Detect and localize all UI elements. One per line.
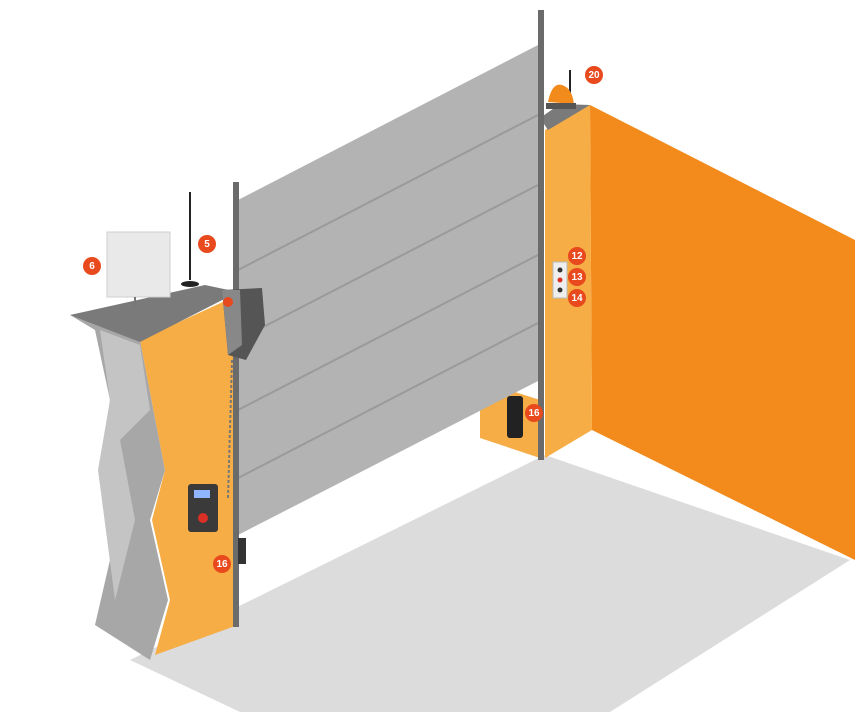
floor xyxy=(130,455,850,712)
hotspot-label: 14 xyxy=(571,293,583,304)
hotspot-antenna[interactable]: 5 xyxy=(198,235,216,253)
right-photocell-device xyxy=(507,396,523,438)
hotspot-label: 12 xyxy=(571,251,583,262)
wall-switch-icon xyxy=(568,289,586,307)
warning-light-icon xyxy=(585,66,603,84)
antenna-icon xyxy=(198,235,216,253)
door-panel-lines xyxy=(237,114,539,479)
right-rail xyxy=(538,10,544,460)
wall-switch-icon xyxy=(568,268,586,286)
left-rail xyxy=(233,182,239,627)
hotspot-label: 16 xyxy=(216,559,228,570)
radio-receiver xyxy=(106,231,171,306)
hotspot-label: 6 xyxy=(89,261,95,272)
hotspot-wall-switch-bottom[interactable]: 14 xyxy=(568,289,586,307)
control-box xyxy=(188,484,218,532)
wall-switch-icon xyxy=(568,247,586,265)
hotspot-photocell-left[interactable]: 16 xyxy=(213,555,231,573)
right-jamb xyxy=(545,105,592,458)
antenna xyxy=(181,192,199,287)
wall-switch xyxy=(552,261,568,299)
hotspot-label: 20 xyxy=(588,70,600,81)
right-wall xyxy=(590,105,855,560)
warning-light xyxy=(546,70,576,109)
hotspot-wall-switch-mid[interactable]: 13 xyxy=(568,268,586,286)
hotspot-photocell-right[interactable]: 16 xyxy=(525,404,543,422)
left-wall-shade xyxy=(98,330,150,600)
hotspot-warning-light[interactable]: 20 xyxy=(585,66,603,84)
hand-chain xyxy=(227,359,233,499)
photocell-icon xyxy=(525,404,543,422)
radio-receiver-icon xyxy=(83,257,101,275)
motor-drive xyxy=(222,288,265,360)
hotspot-badges: 6 5 20 12 13 14 16 16 xyxy=(83,66,603,573)
hotspot-radio-receiver[interactable]: 6 xyxy=(83,257,101,275)
hotspot-label: 16 xyxy=(528,408,540,419)
door-panel xyxy=(238,45,540,535)
left-photocell-device xyxy=(238,538,246,564)
hotspot-label: 5 xyxy=(204,239,210,250)
hotspot-wall-switch-top[interactable]: 12 xyxy=(568,247,586,265)
hotspot-label: 13 xyxy=(571,272,583,283)
right-ceiling xyxy=(540,104,590,130)
photocell-icon xyxy=(213,555,231,573)
left-ceiling xyxy=(70,285,238,342)
